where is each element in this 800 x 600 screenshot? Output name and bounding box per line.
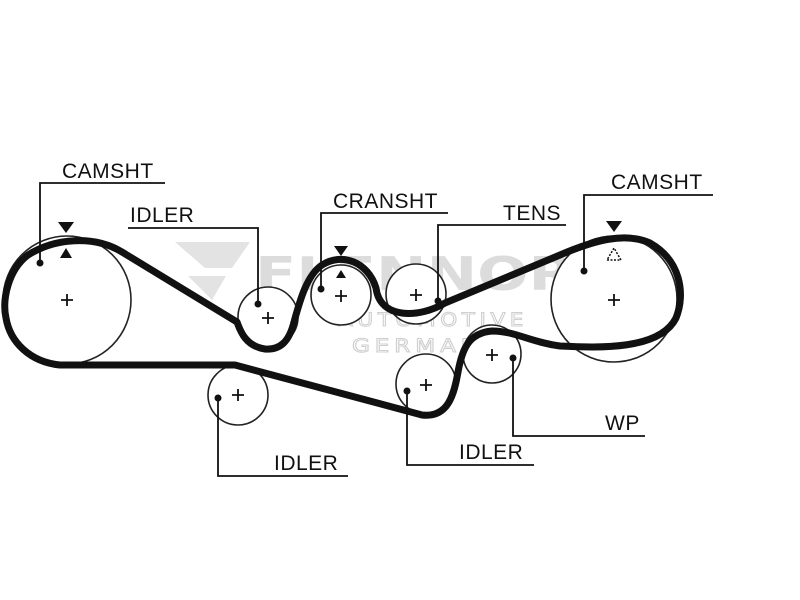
crankshaft-center-icon bbox=[335, 290, 347, 302]
idler-bottom-middle-center-icon bbox=[420, 379, 432, 391]
labels: CAMSHT IDLER CRANSHT TENS CAMSHT WP IDLE… bbox=[62, 160, 703, 475]
timing-belt bbox=[1, 234, 684, 419]
label-tensioner: TENS bbox=[503, 202, 561, 225]
leader-idler-bottom-left-dot bbox=[214, 394, 222, 402]
label-water-pump: WP bbox=[605, 412, 640, 435]
camshaft-right-mark-down-icon bbox=[606, 221, 622, 232]
leaders bbox=[36, 182, 713, 477]
leader-idler-top bbox=[128, 227, 259, 303]
label-idler-bottom-middle: IDLER bbox=[459, 441, 523, 464]
camshaft-right-center-icon bbox=[608, 294, 620, 306]
leader-camshaft-right bbox=[583, 194, 713, 270]
label-idler-top: IDLER bbox=[130, 204, 194, 227]
camshaft-left-mark-up-icon bbox=[60, 248, 72, 258]
label-camshaft-right: CAMSHT bbox=[611, 171, 703, 194]
leader-camshaft-left bbox=[39, 182, 165, 262]
crankshaft-mark-up-icon bbox=[336, 270, 346, 278]
camshaft-left-center-icon bbox=[61, 294, 73, 306]
idler-top-center-icon bbox=[262, 312, 274, 324]
camshaft-right-mark-up-icon bbox=[605, 246, 623, 261]
leader-crankshaft-dot bbox=[317, 285, 325, 293]
leader-tensioner bbox=[437, 224, 566, 300]
leader-water-pump-dot bbox=[509, 354, 517, 362]
water-pump-center-icon bbox=[486, 349, 498, 361]
label-crankshaft: CRANSHT bbox=[333, 190, 438, 213]
leader-camshaft-right-dot bbox=[580, 267, 588, 275]
tensioner-center-icon bbox=[410, 289, 422, 301]
leader-idler-bottom-middle-dot bbox=[403, 387, 411, 395]
idler-bottom-left-center-icon bbox=[232, 389, 244, 401]
leader-crankshaft bbox=[320, 212, 448, 288]
center-marks bbox=[61, 289, 620, 401]
crankshaft-mark-down-icon bbox=[334, 246, 348, 256]
leader-idler-bottom-middle bbox=[406, 392, 534, 466]
leader-idler-top-dot bbox=[254, 300, 262, 308]
leader-water-pump bbox=[512, 359, 645, 437]
leader-camshaft-left-dot bbox=[36, 259, 44, 267]
timing-marks bbox=[58, 221, 623, 278]
camshaft-left-mark-down-icon bbox=[58, 222, 74, 233]
watermark-logo-icon bbox=[175, 242, 250, 300]
leader-tensioner-dot bbox=[434, 297, 442, 305]
leader-idler-bottom-left bbox=[217, 399, 348, 477]
label-camshaft-left: CAMSHT bbox=[62, 160, 154, 183]
label-idler-bottom-left: IDLER bbox=[274, 452, 338, 475]
